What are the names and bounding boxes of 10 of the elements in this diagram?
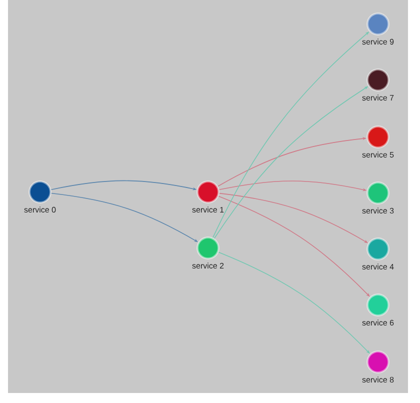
node-label: service 7 — [362, 94, 394, 101]
node-label: service 1 — [192, 206, 224, 213]
node-label: service 3 — [362, 208, 394, 214]
node-label: service 5 — [362, 152, 394, 158]
node-label: service 9 — [362, 38, 394, 45]
node-label: service 0 — [24, 206, 56, 213]
node-label: service 6 — [362, 320, 394, 326]
node-label: service 2 — [192, 262, 224, 269]
node-label: service 8 — [362, 376, 394, 383]
node-label: service 4 — [362, 264, 394, 270]
